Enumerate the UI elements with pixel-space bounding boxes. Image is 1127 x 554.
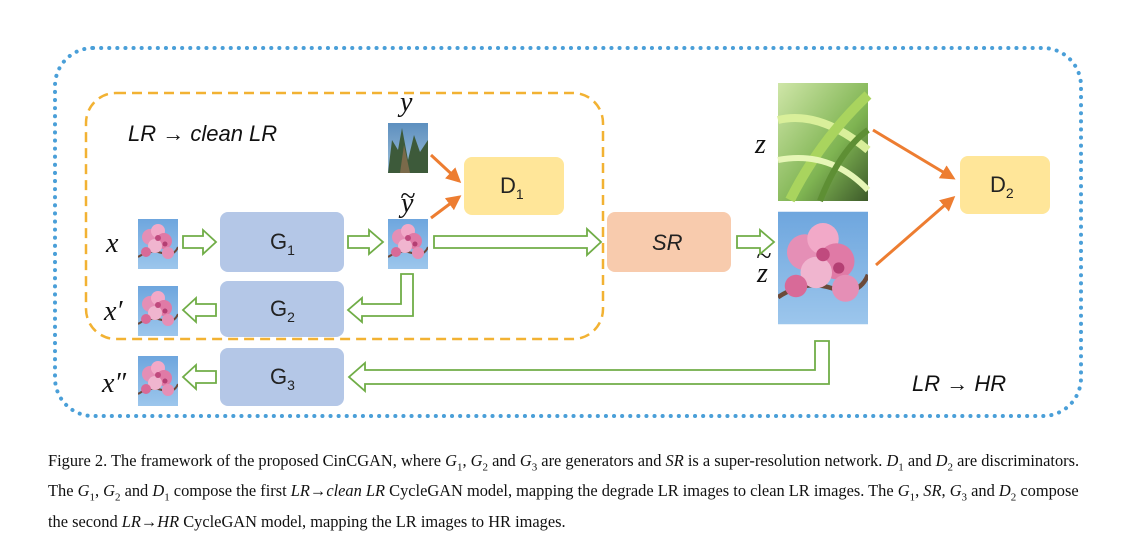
x-input-image [138, 219, 178, 269]
inner-region-label: LR → clean LR [128, 121, 277, 146]
discriminator-d1-box: D1 [464, 157, 564, 215]
svg-text:D2: D2 [990, 172, 1014, 201]
super-resolution-box: SR [607, 212, 731, 272]
arrow-ytilde-to-d1 [430, 195, 462, 220]
y-variable-label: y [397, 87, 413, 118]
arrow-x-to-g1 [182, 227, 218, 257]
z-variable-label: z [754, 129, 766, 160]
g1-label: G [270, 229, 287, 254]
y-clean-image [388, 123, 428, 173]
arrow-ztilde-to-d2 [875, 196, 956, 267]
discriminator-d2-box: D2 [960, 156, 1050, 214]
x-prime-image [138, 286, 178, 336]
lr-to-hr-region [53, 46, 1083, 418]
generator-g2-box: G2 [220, 281, 344, 337]
g2-label: G [270, 296, 287, 321]
arrow-z-to-d2 [872, 128, 956, 180]
arrow-sr-to-ztilde [736, 228, 776, 256]
arrow-g1-to-ytilde [347, 228, 385, 256]
y-tilde-variable-label: y [398, 188, 414, 219]
generator-g3-box: G3 [220, 348, 344, 406]
g3-label: G [270, 364, 287, 389]
g1-subscript: 1 [287, 242, 295, 258]
x-variable-label: x [105, 228, 119, 259]
d1-label: D [500, 173, 516, 198]
svg-text:G1: G1 [270, 229, 295, 258]
x-double-prime-image [138, 356, 178, 406]
arrow-g2-to-xprime [181, 295, 217, 325]
z-tilde-sr-image [778, 212, 868, 325]
arrow-ztilde-to-g3 [347, 340, 830, 393]
d1-subscript: 1 [516, 186, 524, 202]
y-tilde-image [388, 219, 428, 269]
z-tilde-variable-label: z [756, 258, 768, 289]
arrow-ytilde-to-g2 [346, 273, 414, 324]
arrow-ytilde-to-sr [433, 226, 603, 258]
arrow-g3-to-xdprime [181, 362, 217, 392]
outer-region-label: LR → HR [912, 371, 1006, 396]
figure-caption: Figure 2. The framework of the proposed … [48, 451, 1080, 531]
d2-label: D [990, 172, 1006, 197]
arrow-y-to-d1 [429, 153, 462, 184]
d2-subscript: 2 [1006, 185, 1014, 201]
lr-to-clean-lr-region [84, 91, 605, 341]
g2-subscript: 2 [287, 309, 295, 325]
x-prime-variable-label: x′ [103, 296, 123, 327]
generator-g1-box: G1 [220, 212, 344, 272]
svg-text:G3: G3 [270, 364, 295, 393]
svg-text:G2: G2 [270, 296, 295, 325]
x-double-prime-variable-label: x″ [101, 368, 126, 399]
svg-text:D1: D1 [500, 173, 524, 202]
z-hr-leaf-image [777, 83, 872, 203]
g3-subscript: 3 [287, 377, 295, 393]
y-tilde-tilde-mark: ~ [400, 181, 415, 212]
sr-label: SR [652, 230, 683, 255]
